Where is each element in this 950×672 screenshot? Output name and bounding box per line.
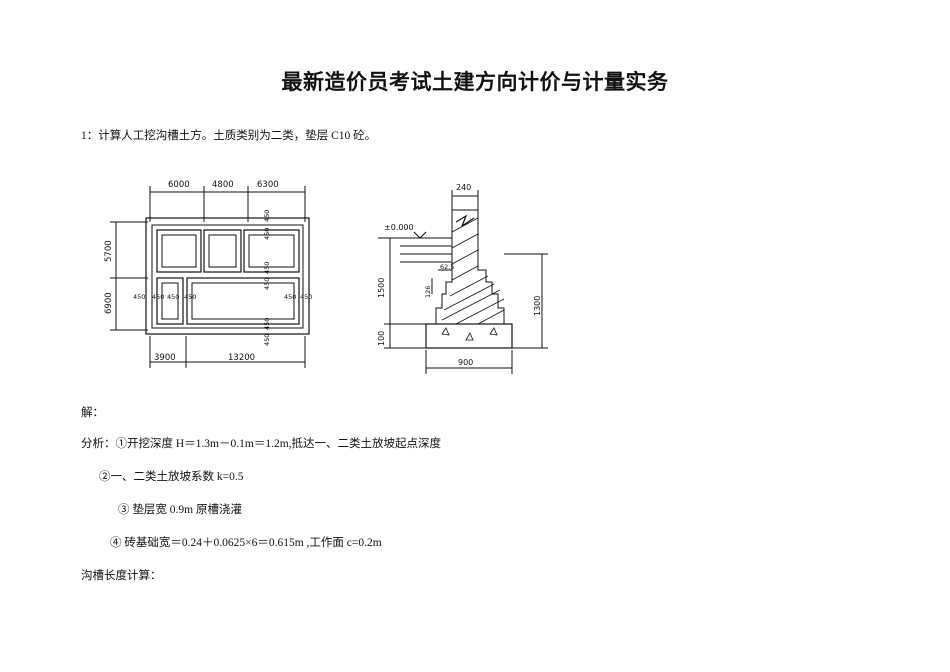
section-step-width: 62.5	[440, 263, 454, 271]
question-text: 1：计算人工挖沟槽土方。土质类别为二类，垫层 C10 砼。	[81, 130, 377, 142]
trench-length-heading: 沟槽长度计算：	[81, 570, 162, 582]
plan-dim-top-6000: 6000	[168, 180, 190, 190]
section-ground-level: ±0.000	[384, 223, 414, 232]
analysis-line-3: ③ 垫层宽 0.9m 原槽浇灌	[118, 504, 242, 516]
plan-dim-450-v2: 450	[263, 228, 271, 240]
foundation-plan-drawing: 6000 4800 6300 3900 13200 5700 6900 450 …	[104, 180, 312, 368]
section-height-100: 100	[377, 331, 386, 346]
plan-dim-450-a: 450	[133, 293, 145, 301]
plan-dim-top-4800: 4800	[212, 180, 234, 190]
document-title: 最新造价员考试土建方向计价与计量实务	[281, 70, 669, 94]
section-step-height: 126	[424, 286, 432, 298]
plan-dim-left-6900: 6900	[104, 292, 114, 314]
section-height-1300: 1300	[533, 296, 542, 316]
plan-dim-450-f: 450	[300, 293, 312, 301]
section-bottom-width: 900	[458, 358, 473, 367]
analysis-line-2: ②一、二类土放坡系数 k=0.5	[99, 471, 244, 483]
plan-dim-450-v5: 450	[263, 318, 271, 330]
solution-label: 解：	[81, 407, 104, 419]
plan-dim-bottom-13200: 13200	[228, 353, 255, 363]
foundation-section-drawing: 240 ±0.000 62.5 126 1500 100 1300 900	[377, 183, 548, 374]
plan-dim-450-v3: 450	[263, 262, 271, 274]
plan-dim-450-d: 450	[184, 293, 196, 301]
section-height-1500: 1500	[377, 278, 386, 298]
plan-dim-top-6300: 6300	[257, 180, 279, 190]
plan-dim-450-e: 450	[284, 293, 296, 301]
plan-dim-bottom-3900: 3900	[154, 353, 176, 363]
plan-dim-450-b: 450	[152, 293, 164, 301]
plan-dim-450-c: 450	[167, 293, 179, 301]
plan-dim-left-5700: 5700	[104, 240, 114, 262]
analysis-line-4: ④ 砖基础宽＝0.24＋0.0625×6＝0.615m ,工作面 c=0.2m	[110, 537, 382, 549]
plan-dim-450-v1: 450	[263, 210, 271, 222]
section-top-width: 240	[456, 183, 471, 192]
analysis-line-1: 分析：①开挖深度 H＝1.3m－0.1m＝1.2m,抵达一、二类土放坡起点深度	[81, 438, 442, 450]
plan-dim-450-v6: 450	[263, 334, 271, 346]
plan-dim-450-v4: 450	[263, 278, 271, 290]
